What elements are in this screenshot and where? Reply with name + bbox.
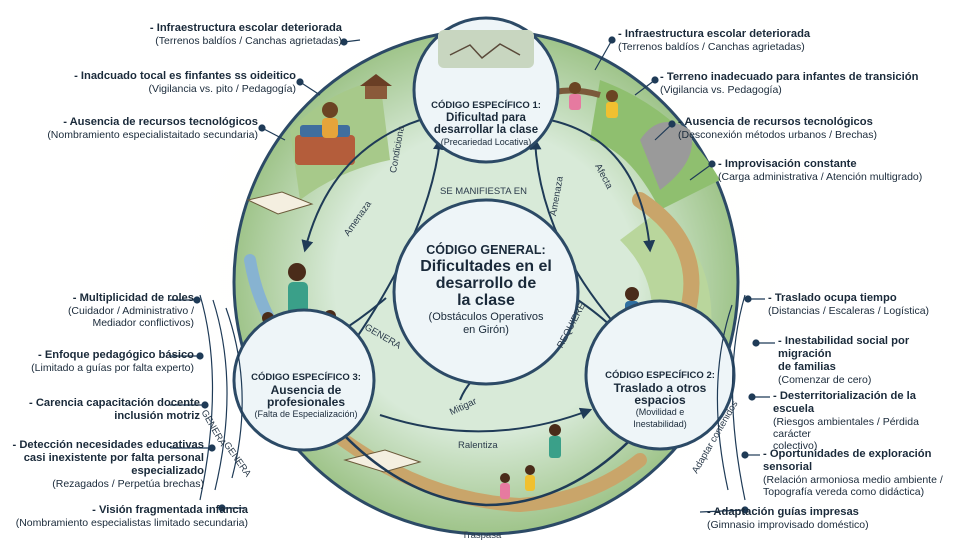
code3-heading-1: Ausencia de	[270, 383, 342, 397]
top-left-item-3-title: - Ausencia de recursos tecnológicos	[63, 116, 258, 128]
bottom-right-item-1-title: - Traslado ocupa tiempo	[768, 292, 897, 304]
general-code-label: CÓDIGO GENERAL: Dificultades en el desar…	[396, 243, 576, 337]
hut-icon	[365, 85, 387, 99]
bottom-left-item-5: - Visión fragmentada infancia (Nombramie…	[4, 504, 248, 529]
books-stack-icon	[295, 135, 355, 165]
bottom-right-item-1: - Traslado ocupa tiempo (Distancias / Es…	[768, 292, 958, 317]
bottom-right-item-3-sub-2: colectivo)	[773, 440, 818, 452]
bottom-right-item-2-title: - Inestabilidad social por migración	[778, 335, 910, 360]
bottom-left-item-3-sub-1: inclusión motriz	[114, 410, 200, 422]
code2-title: CÓDIGO ESPECÍFICO 2:	[605, 370, 715, 381]
top-right-item-3-sub: (Desconexión métodos urbanos / Brechas)	[678, 129, 878, 141]
general-code-title: CÓDIGO GENERAL:	[426, 243, 546, 257]
left-bottom-brackets	[170, 294, 245, 512]
bottom-right-item-2-sub-2: (Comenzar de cero)	[778, 374, 872, 386]
top-right-item-1-sub: (Terrenos baldíos / Canchas agrietadas)	[618, 41, 805, 53]
top-right-item-4: - Improvisación constante (Carga adminis…	[718, 158, 958, 183]
general-code-disc	[392, 198, 580, 386]
bottom-right-item-5-title: - Adaptación guías impresas	[707, 506, 859, 518]
general-code-subtitle-1: (Obstáculos Operativos	[428, 311, 544, 323]
bottom-right-item-5-sub-1: (Gimnasio improvisado doméstico)	[707, 519, 869, 531]
top-right-item-4-title: - Improvisación constante	[718, 158, 857, 170]
top-right-item-3-title: - Ausencia de recursos tecnológicos	[678, 116, 873, 128]
bottom-right-item-3-title: - Desterritorialización de la escuela	[773, 390, 916, 415]
general-code-heading-1: Dificultades en el	[420, 258, 552, 275]
code1-heading-2: desarrollar la clase	[433, 124, 539, 136]
code3-label: CÓDIGO ESPECÍFICO 3: Ausencia de profesi…	[238, 372, 374, 420]
code2-disc	[584, 299, 736, 451]
top-left-leaders	[258, 38, 361, 141]
general-code-heading-2: desarrollo de	[435, 275, 537, 292]
ralentiza-label: Ralentiza	[458, 440, 498, 451]
code2-heading-1: Traslado a otros	[613, 381, 707, 395]
code3-subtitle: (Falta de Especialización)	[254, 409, 358, 419]
bottom-left-item-5-title: - Visión fragmentada infancia	[92, 504, 248, 516]
bottom-right-item-2-sub-1: de familias	[778, 361, 836, 373]
top-left-item-2-sub: (Vigilancia vs. pito / Pedagogía)	[148, 83, 296, 95]
top-right-item-2: - Terreno inadecuado para infantes de tr…	[660, 71, 956, 96]
bottom-right-item-1-sub-1: (Distancias / Escaleras / Logística)	[768, 305, 930, 317]
bottom-right-item-3: - Desterritorialización de la escuela (R…	[773, 390, 959, 452]
code3-heading-2: profesionales	[266, 395, 346, 409]
code1-heading-1: Dificultad para	[446, 112, 526, 124]
top-left-item-1: - Infraestructura escolar deteriorada (T…	[60, 22, 342, 47]
top-right-leaders	[594, 36, 716, 181]
bottom-right-item-4-title: - Oportunidades de exploración sensorial	[763, 448, 932, 473]
top-right-item-1: - Infraestructura escolar deteriorada (T…	[618, 28, 858, 53]
bottom-left-item-2-sub-1: (Limitado a guías por falta experto)	[31, 362, 194, 374]
top-right-item-3: - Ausencia de recursos tecnológicos (Des…	[678, 116, 938, 141]
bottom-left-item-3-title: - Carencia capacitación docente	[29, 397, 200, 409]
bottom-left-item-4: - Detección necesidades educativas casi …	[4, 439, 204, 490]
bottom-left-item-1-sub-2: Mediador conflictivos)	[92, 317, 194, 329]
bottom-left-item-4-sub-1: casi inexistente por falta personal	[23, 452, 204, 464]
code3-disc	[232, 308, 376, 452]
se-manifiesta-label: SE MANIFIESTA EN	[440, 186, 527, 197]
cracked-ground-image	[438, 30, 534, 68]
bottom-right-item-4-sub-2: Topografía vereda como didáctica)	[763, 486, 925, 498]
top-right-item-1-title: - Infraestructura escolar deteriorada	[618, 28, 811, 40]
general-code-heading-3: la clase	[457, 292, 515, 309]
code2-heading-2: espacios	[634, 393, 686, 407]
top-left-item-1-sub: (Terrenos baldíos / Canchas agrietadas)	[155, 35, 342, 47]
code2-label: CÓDIGO ESPECÍFICO 2: Traslado a otros es…	[592, 370, 728, 430]
bottom-left-item-1: - Multiplicidad de roles (Cuidador / Adm…	[4, 292, 194, 329]
code2-subtitle-2: Inestabilidad)	[633, 419, 687, 429]
bottom-left-item-4-sub-2: especializado	[131, 465, 204, 477]
bottom-left-item-2: - Enfoque pedagógico básico (Limitado a …	[4, 349, 194, 374]
top-right-item-4-sub: (Carga administrativa / Atención multigr…	[718, 171, 923, 183]
code1-subtitle: (Precariedad Locativa)	[440, 137, 532, 147]
bottom-right-item-5: - Adaptación guías impresas (Gimnasio im…	[707, 506, 907, 531]
code1-label: CÓDIGO ESPECÍFICO 1: Dificultad para des…	[418, 100, 554, 148]
top-left-item-1-title: - Infraestructura escolar deteriorada	[149, 22, 342, 34]
bottom-left-item-5-sub-1: (Nombramiento especialistas limitado sec…	[15, 517, 248, 529]
top-left-item-2-title: - Inadcuado tocal es finfantes ss oideit…	[74, 70, 296, 82]
bottom-right-item-4-sub-1: (Relación armoniosa medio ambiente /	[763, 474, 943, 486]
code1-title: CÓDIGO ESPECÍFICO 1:	[431, 100, 541, 111]
top-right-item-2-title: - Terreno inadecuado para infantes de tr…	[660, 71, 919, 83]
top-left-item-2: - Inadcuado tocal es finfantes ss oideit…	[20, 70, 296, 95]
bottom-right-item-4: - Oportunidades de exploración sensorial…	[763, 448, 959, 498]
open-book-icon	[246, 191, 314, 215]
bottom-left-item-3: - Carencia capacitación docente inclusió…	[4, 397, 200, 423]
bottom-left-item-4-sub-3: (Rezagados / Perpetúa brechas)	[52, 478, 204, 490]
open-book-bottom-icon	[343, 449, 422, 473]
bottom-left-item-1-title: - Multiplicidad de roles	[72, 292, 194, 304]
right-bottom-brackets	[699, 294, 775, 514]
top-left-item-3: - Ausencia de recursos tecnológicos (Nom…	[6, 116, 258, 141]
top-left-item-3-sub: (Nombramiento especialistaitado secundar…	[47, 129, 258, 141]
bottom-left-item-2-title: - Enfoque pedagógico básico	[37, 349, 194, 361]
traspasa-label: Traspasa	[462, 530, 502, 541]
bottom-left-item-4-title: - Detección necesidades educativas	[12, 439, 204, 451]
bottom-right-item-2: - Inestabilidad social por migración de …	[778, 335, 960, 386]
bottom-right-item-3-sub-1: (Riesgos ambientales / Pérdida carácter	[773, 416, 919, 440]
top-right-item-2-sub: (Vigilancia vs. Pedagogía)	[660, 84, 782, 96]
bottom-left-item-1-sub-1: (Cuidador / Administrativo /	[67, 305, 194, 317]
code3-title: CÓDIGO ESPECÍFICO 3:	[251, 372, 361, 383]
general-code-subtitle-2: en Girón)	[463, 324, 509, 336]
code2-subtitle-1: (Movilidad e	[635, 407, 685, 417]
